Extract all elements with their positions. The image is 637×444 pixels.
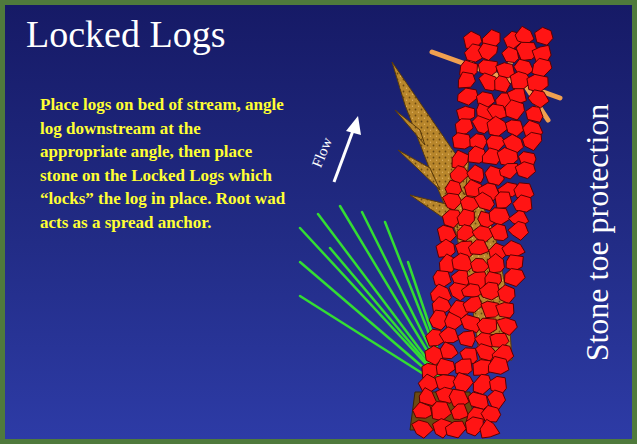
stone — [440, 342, 458, 359]
stone — [468, 240, 489, 255]
stone — [527, 74, 548, 92]
stone — [526, 106, 543, 122]
stone — [499, 164, 518, 180]
stone — [535, 27, 553, 45]
stone — [463, 296, 482, 312]
stone — [453, 372, 473, 391]
stone — [480, 419, 500, 438]
stone — [495, 192, 512, 209]
stone — [504, 269, 525, 287]
stone — [412, 420, 433, 438]
slide-title: Locked Logs — [26, 12, 225, 56]
stone — [439, 327, 459, 343]
stone — [413, 402, 432, 418]
stone — [458, 331, 476, 347]
stone — [528, 90, 549, 108]
stone — [481, 405, 501, 422]
stone — [479, 282, 500, 300]
stone — [436, 358, 455, 375]
stone — [455, 359, 472, 374]
stone-toe — [412, 26, 553, 438]
flow-arrow — [334, 116, 361, 182]
stone-toe-label: Stone toe protection — [580, 103, 617, 361]
stone — [496, 303, 514, 319]
stone — [522, 132, 541, 150]
stone — [488, 356, 509, 374]
stone — [451, 404, 469, 420]
stone — [508, 221, 529, 240]
stone — [478, 43, 498, 60]
stone — [474, 192, 494, 210]
stone — [432, 402, 452, 421]
stone — [442, 193, 462, 210]
root-wad — [300, 206, 452, 392]
stone — [502, 241, 525, 257]
stone — [515, 162, 535, 179]
description-text: Place logs on bed of stream, angle log d… — [40, 93, 290, 234]
stone — [506, 255, 523, 271]
stone — [505, 100, 525, 120]
stone — [496, 318, 517, 336]
stone — [452, 253, 473, 272]
stone — [495, 76, 511, 93]
branch — [432, 40, 560, 120]
stone — [457, 209, 474, 226]
stone — [489, 208, 510, 226]
stone — [498, 285, 515, 304]
stone — [487, 254, 504, 274]
stone — [487, 116, 509, 136]
stone — [458, 88, 479, 105]
stone — [458, 72, 475, 88]
stone — [490, 224, 508, 241]
stone — [445, 421, 466, 438]
stone — [468, 392, 489, 409]
log — [392, 62, 512, 430]
stone — [515, 26, 534, 44]
stone — [452, 133, 472, 149]
stone — [467, 165, 484, 183]
stone — [505, 120, 523, 137]
stone — [462, 284, 482, 298]
stone — [477, 318, 497, 335]
stone — [513, 195, 532, 212]
